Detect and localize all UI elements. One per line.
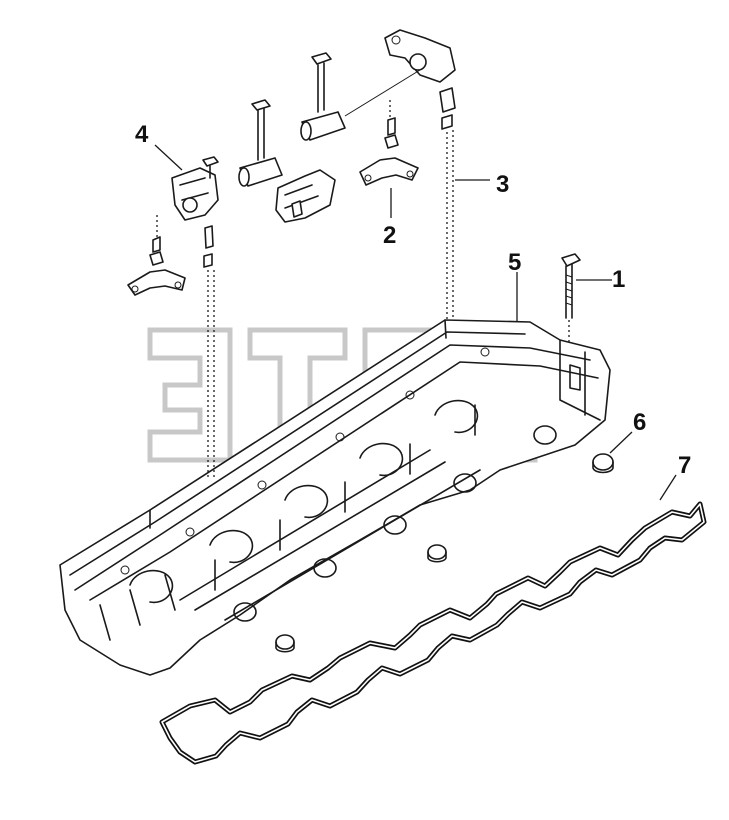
callout-3: 3 [496, 171, 509, 198]
valve-bridge [127, 236, 186, 296]
callout-1: 1 [612, 266, 625, 293]
roller-follower [238, 99, 283, 187]
plug [275, 634, 295, 653]
upper-rocker [344, 29, 456, 130]
carrier-housing [59, 319, 611, 676]
rocker-assembly-part-4 [171, 156, 219, 221]
plug-parts [275, 453, 614, 653]
callout-7: 7 [678, 452, 691, 479]
push-rod [203, 225, 215, 478]
rocker-housing [275, 169, 336, 223]
callout-2: 2 [383, 222, 396, 249]
callout-4: 4 [135, 121, 149, 148]
leader-lines [154, 144, 677, 501]
bolt-part-1 [561, 253, 581, 345]
push-rod-part-3 [446, 130, 454, 320]
plug [427, 544, 447, 563]
valve-bridge-part-2 [359, 117, 419, 186]
assembly-lines [156, 100, 391, 238]
callout-6: 6 [633, 409, 646, 436]
gasket [159, 501, 707, 765]
callout-5: 5 [508, 249, 521, 276]
roller-follower [300, 52, 346, 141]
plug-part-6 [592, 453, 614, 474]
